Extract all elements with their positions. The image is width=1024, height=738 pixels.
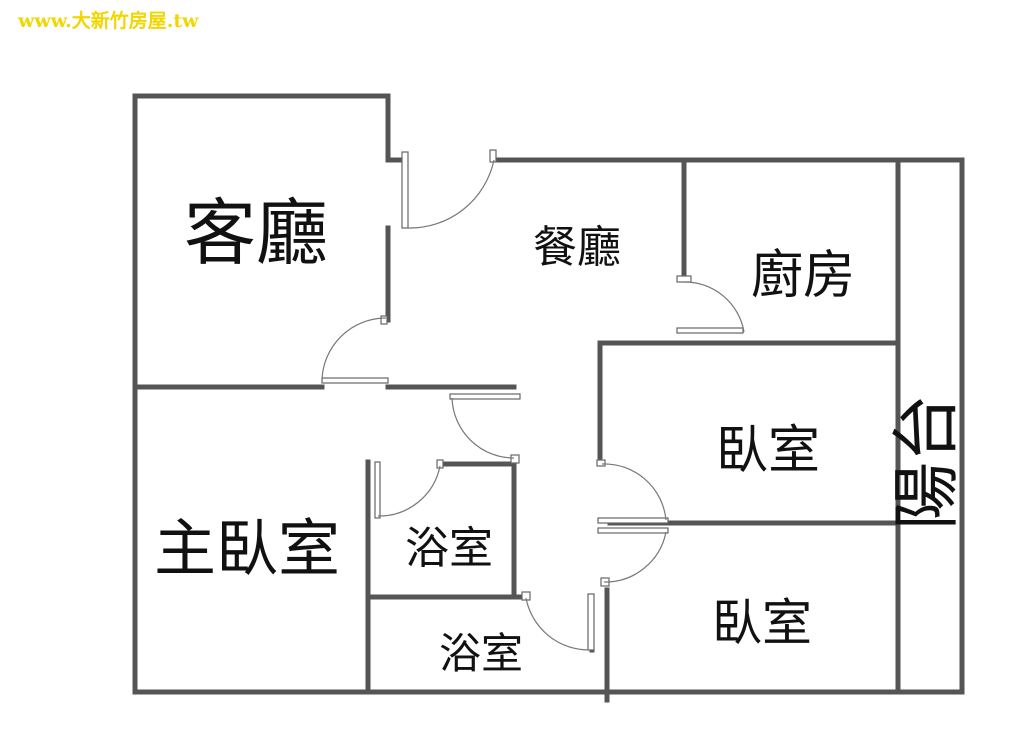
room-label-balcony: 陽台 [888, 394, 967, 530]
living-room-door [321, 315, 389, 384]
room-label-bathroom-2: 浴室 [439, 629, 523, 678]
doors [321, 149, 745, 651]
bathroom-2-door [521, 591, 595, 651]
entrance-door [401, 149, 497, 229]
room-label-bathroom-1: 浴室 [405, 523, 493, 574]
bedroom-2-door [597, 527, 669, 587]
room-label-bedroom-1: 臥室 [716, 421, 820, 481]
room-label-dining-room: 餐廳 [533, 222, 621, 273]
walls [132, 93, 965, 703]
room-label-bedroom-2: 臥室 [712, 594, 812, 652]
bathroom-1-door [374, 459, 444, 519]
kitchen-door [676, 275, 745, 334]
master-bedroom-door [449, 393, 521, 464]
room-label-living-room: 客廳 [184, 191, 328, 275]
room-labels: 客廳 餐廳 廚房 臥室 臥室 主臥室 浴室 浴室 陽台 [154, 191, 967, 678]
site-watermark: www.大新竹房屋.tw [18, 10, 199, 32]
bedroom-1-door [596, 459, 669, 524]
room-label-master-bedroom: 主臥室 [154, 512, 340, 585]
room-label-kitchen: 廚房 [751, 246, 855, 306]
